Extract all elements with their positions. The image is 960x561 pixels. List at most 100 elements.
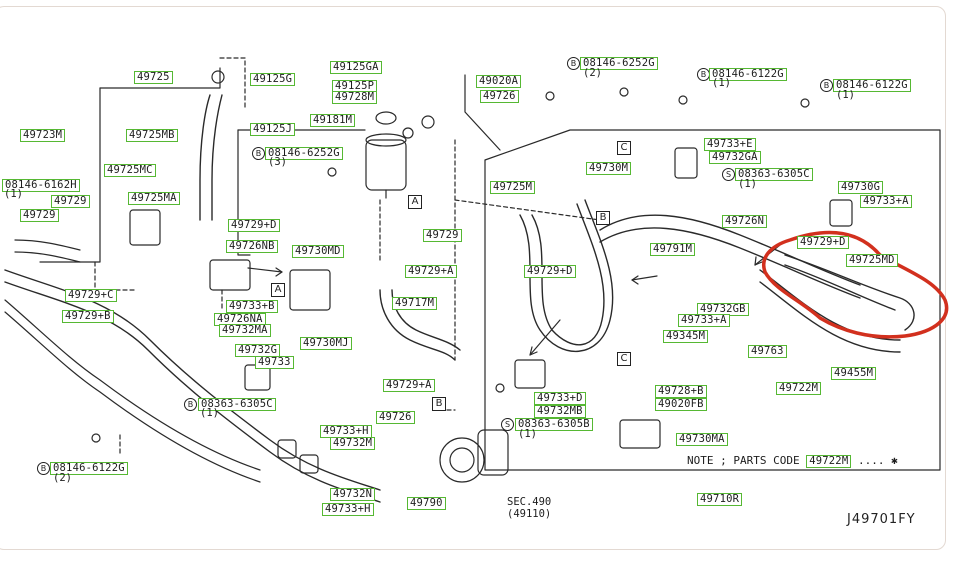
qty-label: (1)	[518, 428, 537, 440]
part-label: 49181M	[310, 114, 356, 127]
part-label: 49763	[748, 345, 787, 358]
qty-label: (1)	[4, 188, 23, 200]
part-label: 49729+D	[524, 265, 576, 278]
bolt-symbol: S	[722, 168, 735, 181]
bolt-symbol: B	[567, 57, 580, 70]
cooler-pipe	[784, 254, 915, 331]
part-label: 08146-6252G	[265, 147, 343, 160]
part-label: 49725	[134, 71, 173, 84]
section-number: SEC.490	[507, 496, 552, 508]
part-label: 49723M	[20, 129, 66, 142]
part-label: 49729	[20, 209, 59, 222]
part-label: 49733+D	[534, 392, 586, 405]
part-label: 49790	[407, 497, 446, 510]
callout-letter-c: C	[617, 141, 631, 155]
part-label: 49729+A	[405, 265, 457, 278]
part-label: 49729+A	[383, 379, 435, 392]
part-label: 08363-6305C	[198, 398, 276, 411]
part-label: 08146-6122G	[709, 68, 787, 81]
part-label: 49020A	[476, 75, 522, 88]
highlight-circle	[762, 230, 949, 339]
part-label: 49733+B	[226, 300, 278, 313]
part-label: 08363-6305C	[735, 168, 813, 181]
qty-label: (1)	[738, 178, 757, 190]
callout-letter-b: B	[596, 211, 610, 225]
part-label: 49125G	[250, 73, 296, 86]
part-label: 49732MA	[219, 324, 271, 337]
part-label: 49730MD	[292, 245, 344, 258]
note-suffix: ....	[857, 454, 885, 467]
note-prefix: NOTE ; PARTS CODE	[687, 454, 800, 467]
asterisk-icon: ✱	[891, 454, 898, 467]
part-label: 49733+H	[322, 503, 374, 516]
part-label: 49725MA	[128, 192, 180, 205]
part-label: 49726	[376, 411, 415, 424]
part-label: 49733+A	[860, 195, 912, 208]
part-label: 49729+D	[797, 236, 849, 249]
part-label: 49729	[51, 195, 90, 208]
part-label: 49717M	[392, 297, 438, 310]
qty-label: (2)	[53, 472, 72, 484]
part-label: 49732M	[330, 437, 376, 450]
part-label: 49733+A	[678, 314, 730, 327]
part-label: 08146-6122G	[50, 462, 128, 475]
part-label: 49729+C	[65, 289, 117, 302]
part-label: 49125P	[332, 80, 378, 93]
part-label: 49733	[255, 356, 294, 369]
part-label: 49732N	[330, 488, 376, 501]
qty-label: (3)	[268, 156, 287, 168]
pump-pulley	[439, 437, 485, 483]
part-label: 49710R	[697, 493, 743, 506]
part-label: 49730MJ	[300, 337, 352, 350]
part-label: 49726	[480, 90, 519, 103]
callout-letter-a: A	[271, 283, 285, 297]
qty-label: (1)	[836, 89, 855, 101]
part-label: 49730G	[838, 181, 884, 194]
part-label: 49125GA	[330, 61, 382, 74]
part-label: 49733+E	[704, 138, 756, 151]
part-label: 49125J	[250, 123, 296, 136]
part-label: 08146-6122G	[833, 79, 911, 92]
part-label: 49730M	[586, 162, 632, 175]
part-label: 08146-6162H	[2, 179, 80, 192]
right-assembly-frame	[484, 129, 941, 471]
section-subnumber: (49110)	[507, 508, 552, 520]
part-label: 49729+D	[228, 219, 280, 232]
part-label: 49725MC	[104, 164, 156, 177]
part-label: 49345M	[663, 330, 709, 343]
part-label: 49732MB	[534, 405, 586, 418]
part-label: 49732GA	[709, 151, 761, 164]
part-label: 49729	[423, 229, 462, 242]
part-label: 49791M	[650, 243, 696, 256]
part-label: 49020FB	[655, 398, 707, 411]
bolt-symbol: S	[501, 418, 514, 431]
part-label: 08146-6252G	[580, 57, 658, 70]
section-reference: SEC.490 (49110)	[507, 496, 551, 520]
qty-label: (1)	[200, 407, 219, 419]
bolt-symbol: B	[820, 79, 833, 92]
part-label: 49729+B	[62, 310, 114, 323]
qty-label: (1)	[712, 77, 731, 89]
part-label: 49725MB	[126, 129, 178, 142]
part-label: 49726N	[722, 215, 768, 228]
bolt-symbol: B	[252, 147, 265, 160]
part-label: 49725M	[490, 181, 536, 194]
parts-code-note: NOTE ; PARTS CODE 49722M .... ✱	[687, 454, 898, 468]
note-part: 49722M	[806, 455, 852, 468]
part-label: 49726NB	[226, 240, 278, 253]
part-label: 49455M	[831, 367, 877, 380]
card-border	[0, 6, 946, 550]
bolt-symbol: B	[184, 398, 197, 411]
callout-letter-a: A	[408, 195, 422, 209]
qty-label: (2)	[583, 67, 602, 79]
diagram-code: J49701FY	[847, 512, 916, 527]
bolt-symbol: B	[37, 462, 50, 475]
callout-letter-c: C	[617, 352, 631, 366]
left-assembly-frame	[99, 67, 221, 89]
part-label: 08363-6305B	[515, 418, 593, 431]
part-label: 49728M	[332, 91, 378, 104]
part-label: 49730MA	[676, 433, 728, 446]
part-label: 49725MD	[846, 254, 898, 267]
